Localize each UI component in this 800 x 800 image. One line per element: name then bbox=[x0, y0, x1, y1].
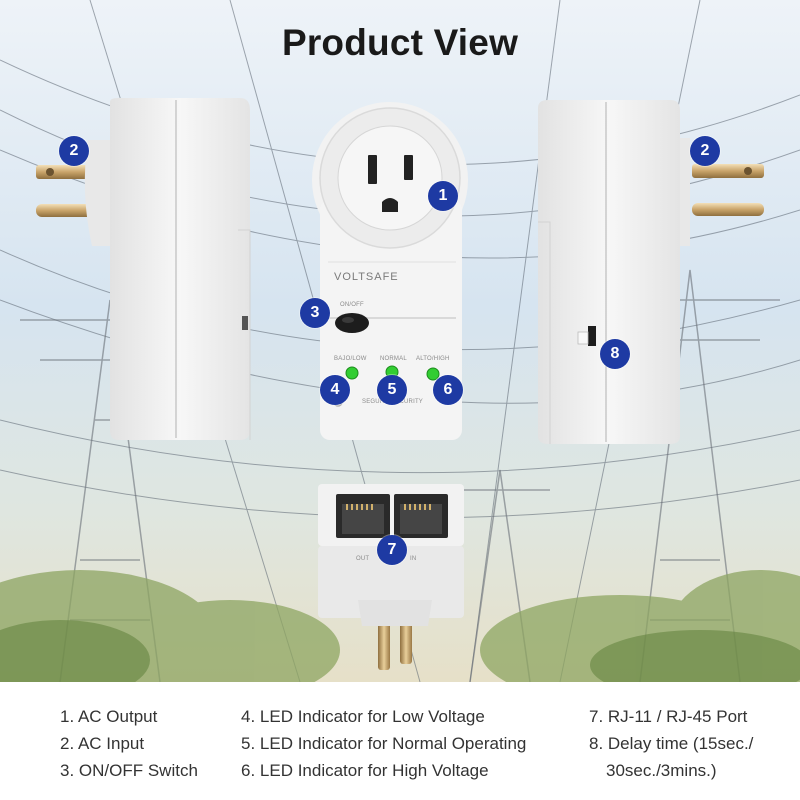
legend-item: 4. LED Indicator for Low Voltage bbox=[241, 707, 485, 726]
right-side-view bbox=[538, 100, 764, 444]
callout-badge-delay: 8 bbox=[600, 339, 630, 369]
legend-item: 3. ON/OFF Switch bbox=[60, 761, 198, 780]
callout-badge-led-low: 4 bbox=[320, 375, 350, 405]
page-title: Product View bbox=[281, 22, 519, 63]
legend-item: 2. AC Input bbox=[60, 734, 145, 753]
bottom-port-view bbox=[318, 484, 464, 670]
legend-item: 5. LED Indicator for Normal Operating bbox=[241, 734, 527, 753]
callout-badge-ac-input-left: 2 bbox=[59, 136, 89, 166]
callout-badge-led-high: 6 bbox=[433, 375, 463, 405]
callout-badge-rj-port: 7 bbox=[377, 535, 407, 565]
legend-column-2: 4. LED Indicator for Low Voltage 5. LED … bbox=[241, 703, 526, 784]
callout-badge-led-normal: 5 bbox=[377, 375, 407, 405]
legend-item: 8. Delay time (15sec./ bbox=[589, 734, 754, 753]
left-side-view bbox=[36, 98, 251, 440]
led-label-high: ALTO/HIGH bbox=[416, 356, 450, 362]
hero-image: VOLTSAFE ON/OFF BAJO/LOW NORMAL ALTO/HIG… bbox=[0, 0, 800, 682]
legend: 1. AC Output 2. AC Input 3. ON/OFF Switc… bbox=[0, 682, 800, 800]
led-label-low: BAJO/LOW bbox=[334, 356, 367, 362]
legend-item: 7. RJ-11 / RJ-45 Port bbox=[589, 707, 748, 726]
legend-item: 30sec./3mins.) bbox=[606, 761, 717, 780]
callout-badge-ac-input-right: 2 bbox=[690, 136, 720, 166]
brand-label: VOLTSAFE bbox=[334, 271, 399, 283]
callout-badge-switch: 3 bbox=[300, 298, 330, 328]
switch-label: ON/OFF bbox=[340, 302, 364, 308]
front-view bbox=[312, 102, 468, 440]
legend-column-3: 7. RJ-11 / RJ-45 Port 8. Delay time (15s… bbox=[589, 703, 753, 784]
callout-badge-ac-output: 1 bbox=[428, 181, 458, 211]
led-label-normal: NORMAL bbox=[380, 356, 407, 362]
port-label-out: OUT bbox=[356, 556, 370, 562]
legend-item: 6. LED Indicator for High Voltage bbox=[241, 761, 489, 780]
port-label-in: IN bbox=[410, 556, 417, 562]
legend-column-1: 1. AC Output 2. AC Input 3. ON/OFF Switc… bbox=[60, 703, 198, 784]
legend-item: 1. AC Output bbox=[60, 707, 158, 726]
product-illustration bbox=[0, 0, 800, 682]
